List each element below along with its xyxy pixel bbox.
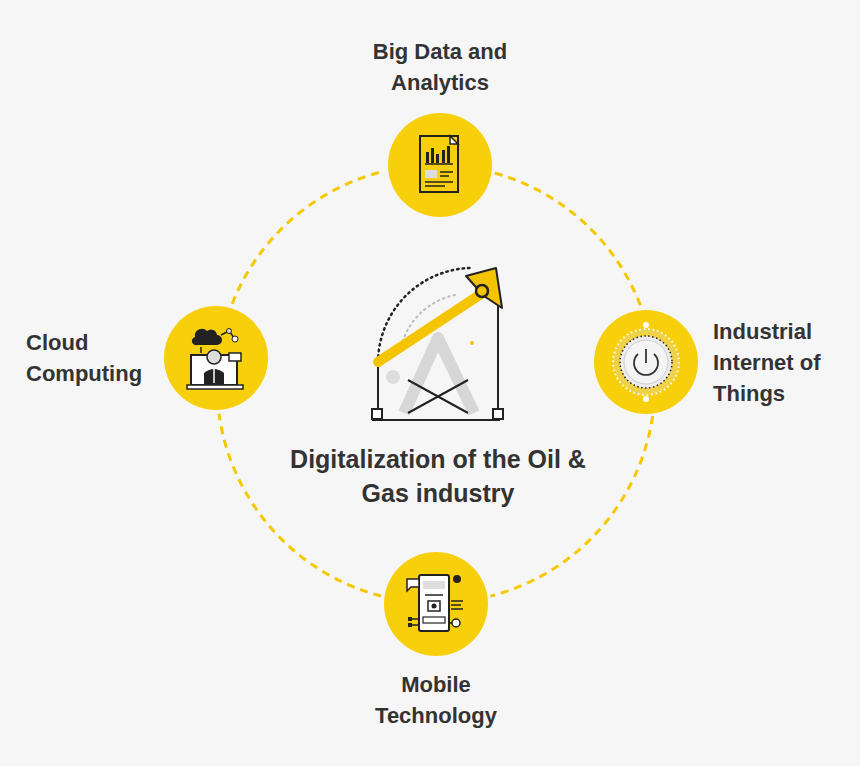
node-icon: [407, 575, 463, 631]
node-label: Mobile Technology: [351, 669, 521, 731]
dashed-ring-arc: [490, 416, 652, 596]
node-icon: [187, 329, 243, 390]
mobile-node: Mobile Technology: [383, 551, 489, 657]
node-circle: [383, 551, 489, 657]
cloud-node: Cloud Computing: [163, 305, 269, 411]
diagram-title: Digitalization of the Oil & Gas industry: [288, 442, 588, 510]
node-icon: [420, 136, 458, 192]
dashed-ring-arc: [495, 173, 641, 307]
node-label: Cloud Computing: [26, 327, 150, 389]
node-circle: [387, 112, 493, 218]
dashed-ring-arc: [219, 414, 381, 596]
node-circle: [593, 309, 699, 415]
node-icon: [613, 322, 679, 402]
node-label: Big Data and Analytics: [355, 36, 525, 98]
iiot-node: Industrial Internet of Things: [593, 309, 699, 415]
pump-jack: [372, 268, 503, 420]
dashed-ring-arc: [232, 171, 384, 304]
big-data-node: Big Data and Analytics: [387, 112, 493, 218]
node-circle: [163, 305, 269, 411]
node-label: Industrial Internet of Things: [713, 316, 853, 409]
